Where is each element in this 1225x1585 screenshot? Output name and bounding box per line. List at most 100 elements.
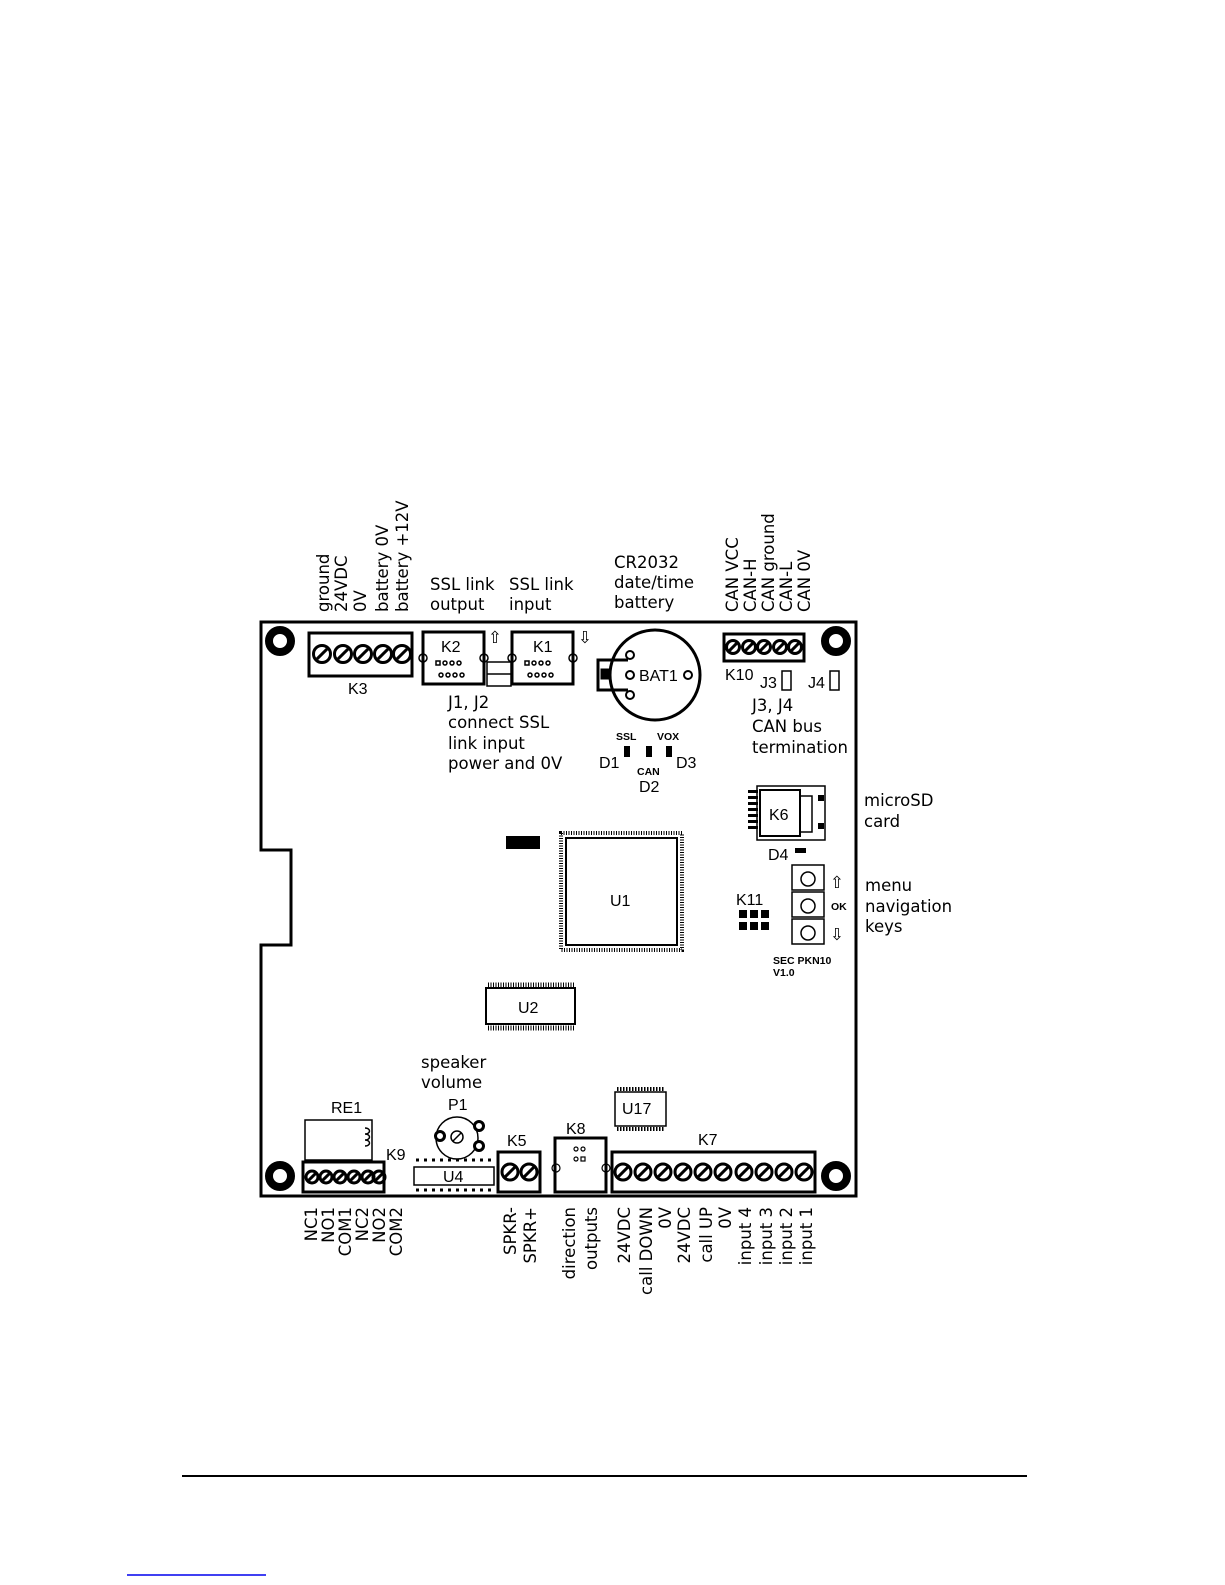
pin-label: COM1 — [336, 1207, 355, 1256]
bat1-label: BAT1 — [639, 668, 678, 685]
j3j4-note: termination — [752, 738, 848, 757]
k11-header — [739, 910, 769, 930]
pin-label: input 2 — [777, 1207, 796, 1265]
screw-terminal — [304, 1169, 320, 1185]
k9-pin-labels: NC1 NO1 COM1 NC2 NO2 COM2 — [302, 1207, 406, 1256]
pin-label: 0V — [656, 1206, 675, 1228]
pin-label: outputs — [582, 1207, 601, 1270]
menu-note: navigation — [865, 897, 952, 916]
screw-terminal — [633, 1162, 653, 1182]
ssl-input-label: SSL link — [509, 575, 574, 594]
k1-connector — [510, 630, 575, 686]
battery-label: date/time — [614, 573, 694, 592]
jtag-header — [506, 836, 540, 849]
u1-label: U1 — [610, 893, 631, 910]
k11-label: K11 — [736, 892, 763, 909]
pin-label: SPKR+ — [521, 1207, 540, 1264]
screw-terminal — [373, 644, 393, 664]
k10-label: K10 — [725, 667, 754, 684]
j3-label: J3 — [760, 675, 777, 692]
pin-label: 0V — [351, 590, 370, 612]
pin-label: NO1 — [319, 1207, 338, 1243]
k3-pin-labels: ground 24VDC 0V battery 0V battery +12V — [314, 500, 412, 612]
rj-pins — [418, 653, 578, 687]
k10-pin-labels: CAN VCC CAN-H CAN ground CAN-L CAN 0V — [723, 513, 814, 612]
screw-terminal — [772, 639, 788, 655]
k2-connector — [421, 630, 486, 686]
pin-label: direction — [560, 1207, 579, 1279]
screw-terminal — [613, 1162, 633, 1182]
board-outline — [259, 620, 858, 1198]
ssl-output-label: output — [430, 595, 485, 614]
up-arrow-icon: ⇧ — [488, 628, 502, 647]
k8-connector — [553, 1136, 608, 1194]
screw-terminal — [794, 1162, 814, 1182]
pin-label: NO2 — [370, 1207, 389, 1243]
pin-label: COM2 — [387, 1207, 406, 1256]
j3j4-note: CAN bus — [752, 717, 822, 736]
mounting-hole — [821, 626, 851, 656]
j1j2-note: J1, J2 — [447, 693, 489, 712]
j1j2-note: power and 0V — [448, 754, 563, 773]
battery-label: battery — [614, 593, 674, 612]
screw-terminal — [318, 1169, 334, 1185]
down-key[interactable] — [791, 918, 825, 945]
ok-key-label: OK — [831, 901, 847, 913]
mounting-holes — [265, 626, 851, 1191]
screw-terminal — [353, 644, 373, 664]
u1-chip — [565, 837, 678, 946]
led-pads — [624, 746, 672, 757]
pin-label: CAN 0V — [795, 549, 814, 612]
d4-label: D4 — [768, 847, 789, 864]
pin-label: NC1 — [302, 1207, 321, 1241]
k10-connector — [722, 632, 806, 663]
k7-connector — [610, 1150, 817, 1194]
u17-chip — [614, 1091, 667, 1127]
screw-terminal — [333, 644, 353, 664]
version-label: V1.0 — [773, 967, 795, 979]
k8-pins — [551, 1146, 611, 1173]
menu-note: keys — [865, 917, 902, 936]
j3j4-note: J3, J4 — [751, 696, 793, 715]
screw-terminal — [787, 639, 803, 655]
k5-label: K5 — [507, 1133, 527, 1150]
k5-connector — [496, 1150, 542, 1194]
k5-pin-labels: SPKR- SPKR+ — [501, 1207, 540, 1264]
screw-terminal — [713, 1162, 733, 1182]
up-key[interactable] — [791, 864, 825, 891]
pin-label: 24VDC — [675, 1207, 694, 1264]
bat1-holder — [596, 628, 702, 722]
can-led-label: CAN — [637, 766, 660, 778]
screw-terminal — [756, 639, 772, 655]
screw-terminal — [754, 1162, 774, 1182]
p1-label: P1 — [448, 1097, 468, 1114]
j4-label: J4 — [808, 675, 825, 692]
u1-pins — [559, 831, 684, 952]
k9-label: K9 — [386, 1147, 406, 1164]
down-arrow-icon: ⇩ — [578, 628, 592, 647]
screw-terminal — [332, 1169, 348, 1185]
d3-label: D3 — [676, 755, 697, 772]
speaker-note: speaker — [421, 1053, 486, 1072]
mounting-hole — [265, 626, 295, 656]
u4-chip — [413, 1166, 495, 1186]
d4-led — [795, 848, 806, 853]
mounting-hole — [821, 1161, 851, 1191]
k3-connector — [307, 631, 414, 678]
pin-label: ground — [314, 554, 333, 612]
screw-terminal — [346, 1169, 362, 1185]
ok-key[interactable] — [791, 891, 825, 918]
speaker-note: volume — [421, 1073, 482, 1092]
screw-terminal — [519, 1162, 539, 1182]
k8-label: K8 — [566, 1121, 586, 1138]
model-label: SEC PKN10 — [773, 955, 832, 967]
d1-label: D1 — [599, 755, 620, 772]
pin-label: 0V — [716, 1206, 735, 1228]
j4-jumper — [829, 670, 840, 691]
pin-label: CAN-H — [741, 558, 760, 612]
screw-terminal — [673, 1162, 693, 1182]
pin-label: battery 0V — [373, 524, 392, 612]
k3-label: K3 — [348, 681, 368, 698]
